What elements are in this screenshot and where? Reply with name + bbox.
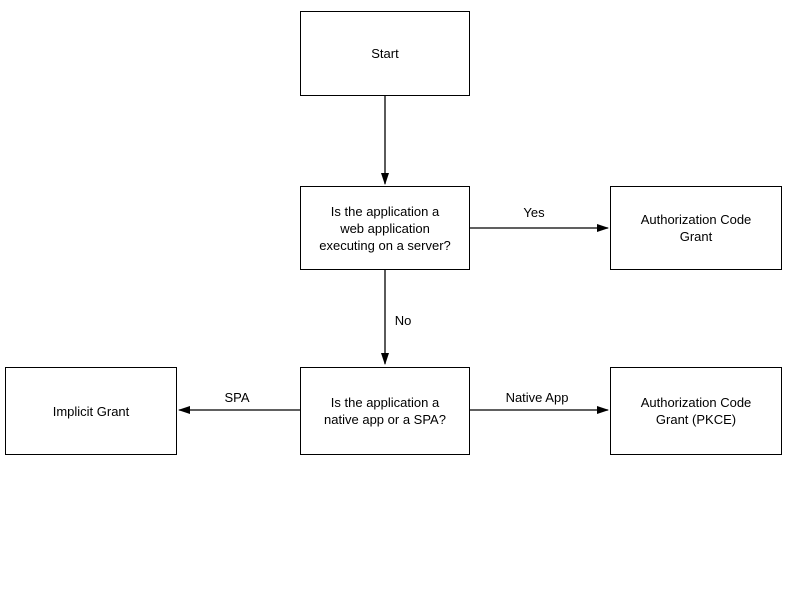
node-auth-code-grant[interactable]: Authorization Code Grant [610,186,782,270]
node-start[interactable]: Start [300,11,470,96]
node-native-spa-question[interactable]: Is the application a native app or a SPA… [300,367,470,455]
node-implicit-grant[interactable]: Implicit Grant [5,367,177,455]
node-auth-code-grant-line2: Grant [679,229,713,244]
node-native-spa-question-line2: native app or a SPA? [324,412,446,427]
edge-label-native-app: Native App [503,390,571,405]
edge-label-yes: Yes [521,205,547,220]
node-auth-code-grant-pkce-line2: Grant (PKCE) [655,412,737,427]
node-auth-code-grant-line1: Authorization Code [640,212,752,227]
edge-label-spa: SPA [222,390,252,405]
node-native-spa-question-line1: Is the application a [330,395,440,410]
node-web-app-question-line2: web application [340,220,430,236]
edge-label-no: No [392,313,414,328]
node-auth-code-grant-pkce-line1: Authorization Code [640,395,752,410]
node-web-app-question-line1: Is the application a [330,203,440,219]
node-web-app-question-line3: executing on a server? [319,237,451,253]
node-auth-code-grant-pkce[interactable]: Authorization Code Grant (PKCE) [610,367,782,455]
node-implicit-grant-label: Implicit Grant [52,403,130,419]
node-web-app-question[interactable]: Is the application a web application exe… [300,186,470,270]
node-start-label: Start [371,46,399,61]
